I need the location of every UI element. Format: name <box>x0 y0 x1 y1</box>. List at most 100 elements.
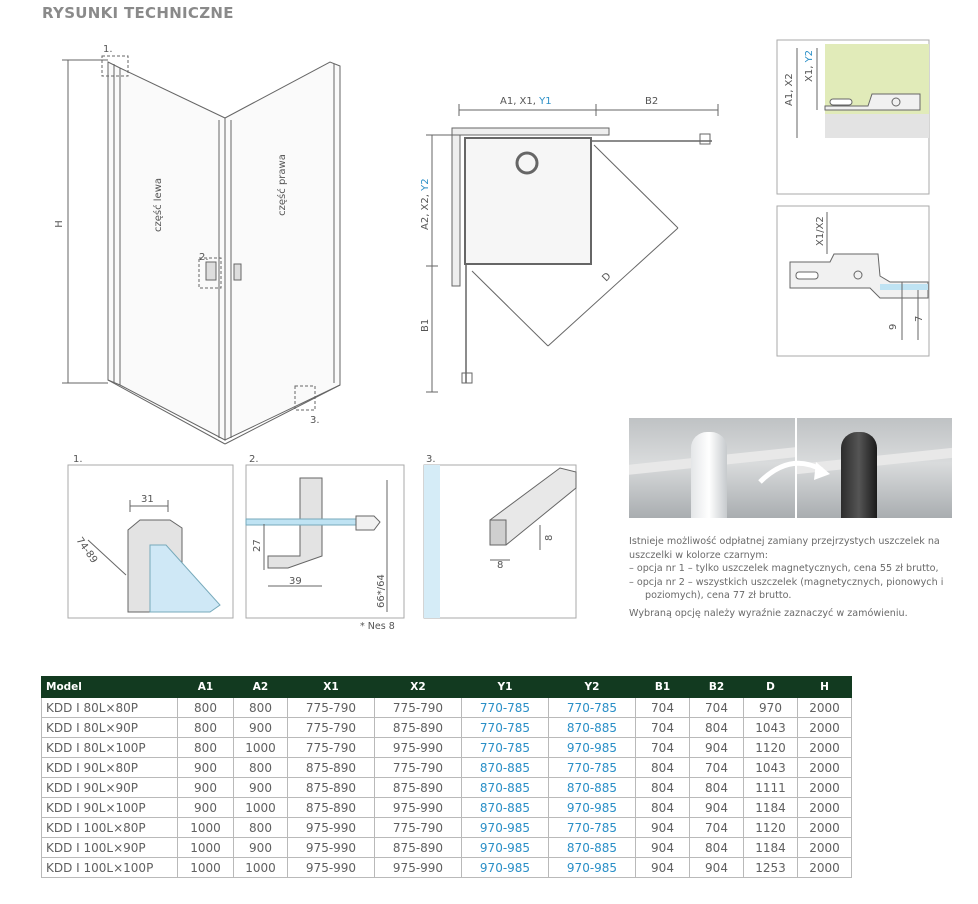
table-cell: 975-990 <box>374 737 462 758</box>
table-cell: 1120 <box>743 737 798 758</box>
table-cell: KDD I 100L×90P <box>41 837 178 858</box>
table-cell: 775-790 <box>374 817 462 838</box>
table-cell: 904 <box>689 857 744 878</box>
table-cell: 1043 <box>743 757 798 778</box>
table-cell: 1043 <box>743 717 798 738</box>
header-a2: A2 <box>233 676 288 698</box>
detail-box-2-label: 2. <box>249 454 259 465</box>
table-cell: 904 <box>635 837 690 858</box>
detail-box-3 <box>423 464 577 619</box>
table-cell: 970-985 <box>461 817 549 838</box>
table-cell: 2000 <box>797 697 852 718</box>
table-cell: 975-990 <box>287 857 375 878</box>
note-footer: Wybraną opcję należy wyraźnie zaznaczyć … <box>629 607 908 619</box>
table-cell: 900 <box>233 717 288 738</box>
table-cell: 975-990 <box>287 837 375 858</box>
table-cell: 975-990 <box>287 817 375 838</box>
table-cell: 975-990 <box>374 797 462 818</box>
table-cell: 875-890 <box>287 777 375 798</box>
corner-a1-x2-label: A1, X2 <box>784 73 795 106</box>
table-cell: 704 <box>689 757 744 778</box>
table-cell: 704 <box>635 717 690 738</box>
table-cell: 770-785 <box>461 717 549 738</box>
table-cell: 770-785 <box>461 697 549 718</box>
table-cell: 970-985 <box>548 857 636 878</box>
table-cell: KDD I 100L×80P <box>41 817 178 838</box>
table-cell: KDD I 100L×100P <box>41 857 178 878</box>
table-cell: 804 <box>635 757 690 778</box>
table-cell: 970 <box>743 697 798 718</box>
height-label: H <box>54 220 65 228</box>
header-model: Model <box>41 676 178 698</box>
table-cell: 1000 <box>177 837 234 858</box>
table-cell: 1184 <box>743 797 798 818</box>
table-cell: 870-885 <box>548 837 636 858</box>
header-y1: Y1 <box>461 676 549 698</box>
dim-66-64-label: 66*/64 <box>376 574 387 608</box>
header-y2: Y2 <box>548 676 636 698</box>
page-title: RYSUNKI TECHNICZNE <box>42 4 234 22</box>
table-cell: 904 <box>635 857 690 878</box>
corner-detail-top <box>776 39 930 195</box>
table-cell: 875-890 <box>287 757 375 778</box>
table-cell: KDD I 80L×90P <box>41 717 178 738</box>
detail-marker-2: 2. <box>199 252 209 263</box>
table-cell: 804 <box>689 717 744 738</box>
table-cell: 1000 <box>233 797 288 818</box>
a2-x2-y2-label: A2, X2, Y2 <box>420 178 431 230</box>
table-cell: 875-890 <box>374 777 462 798</box>
table-cell: 800 <box>233 817 288 838</box>
left-part-label: część lewa <box>152 178 164 232</box>
dim-7-label: 7 <box>914 316 925 322</box>
table-cell: 875-890 <box>287 797 375 818</box>
table-cell: 704 <box>635 737 690 758</box>
table-cell: 870-885 <box>548 777 636 798</box>
header-x2: X2 <box>374 676 462 698</box>
table-cell: 900 <box>233 837 288 858</box>
table-cell: 704 <box>689 697 744 718</box>
table-cell: 970-985 <box>548 737 636 758</box>
detail-box-1-label: 1. <box>73 454 83 465</box>
table-cell: 870-885 <box>461 757 549 778</box>
table-cell: 775-790 <box>287 737 375 758</box>
table-cell: 904 <box>689 737 744 758</box>
table-cell: 2000 <box>797 857 852 878</box>
header-b2: B2 <box>689 676 744 698</box>
table-cell: 1000 <box>177 857 234 878</box>
table-cell: 1253 <box>743 857 798 878</box>
clear-gasket-photo <box>629 418 795 518</box>
header-h: H <box>797 676 852 698</box>
table-cell: 804 <box>635 797 690 818</box>
b1-label: B1 <box>420 319 431 332</box>
table-cell: 2000 <box>797 837 852 858</box>
table-cell: 775-790 <box>287 697 375 718</box>
table-cell: 2000 <box>797 817 852 838</box>
table-cell: 804 <box>689 777 744 798</box>
table-cell: 900 <box>177 797 234 818</box>
header-a1: A1 <box>177 676 234 698</box>
black-gasket-photo <box>797 418 952 518</box>
table-cell: 875-890 <box>374 717 462 738</box>
dim-39-label: 39 <box>289 576 302 587</box>
table-cell: 1120 <box>743 817 798 838</box>
table-cell: KDD I 90L×100P <box>41 797 178 818</box>
dim-8-side-label: 8 <box>544 535 555 541</box>
dim-27-label: 27 <box>252 539 263 552</box>
table-cell: 970-985 <box>461 857 549 878</box>
table-cell: 804 <box>689 837 744 858</box>
table-cell: 770-785 <box>461 737 549 758</box>
table-cell: 975-990 <box>374 857 462 878</box>
nes-footnote: * Nes 8 <box>360 621 395 632</box>
b2-label: B2 <box>645 96 658 107</box>
table-cell: 904 <box>689 797 744 818</box>
header-b1: B1 <box>635 676 690 698</box>
table-cell: KDD I 80L×100P <box>41 737 178 758</box>
table-cell: 2000 <box>797 757 852 778</box>
table-cell: 1000 <box>177 817 234 838</box>
table-cell: 804 <box>635 777 690 798</box>
